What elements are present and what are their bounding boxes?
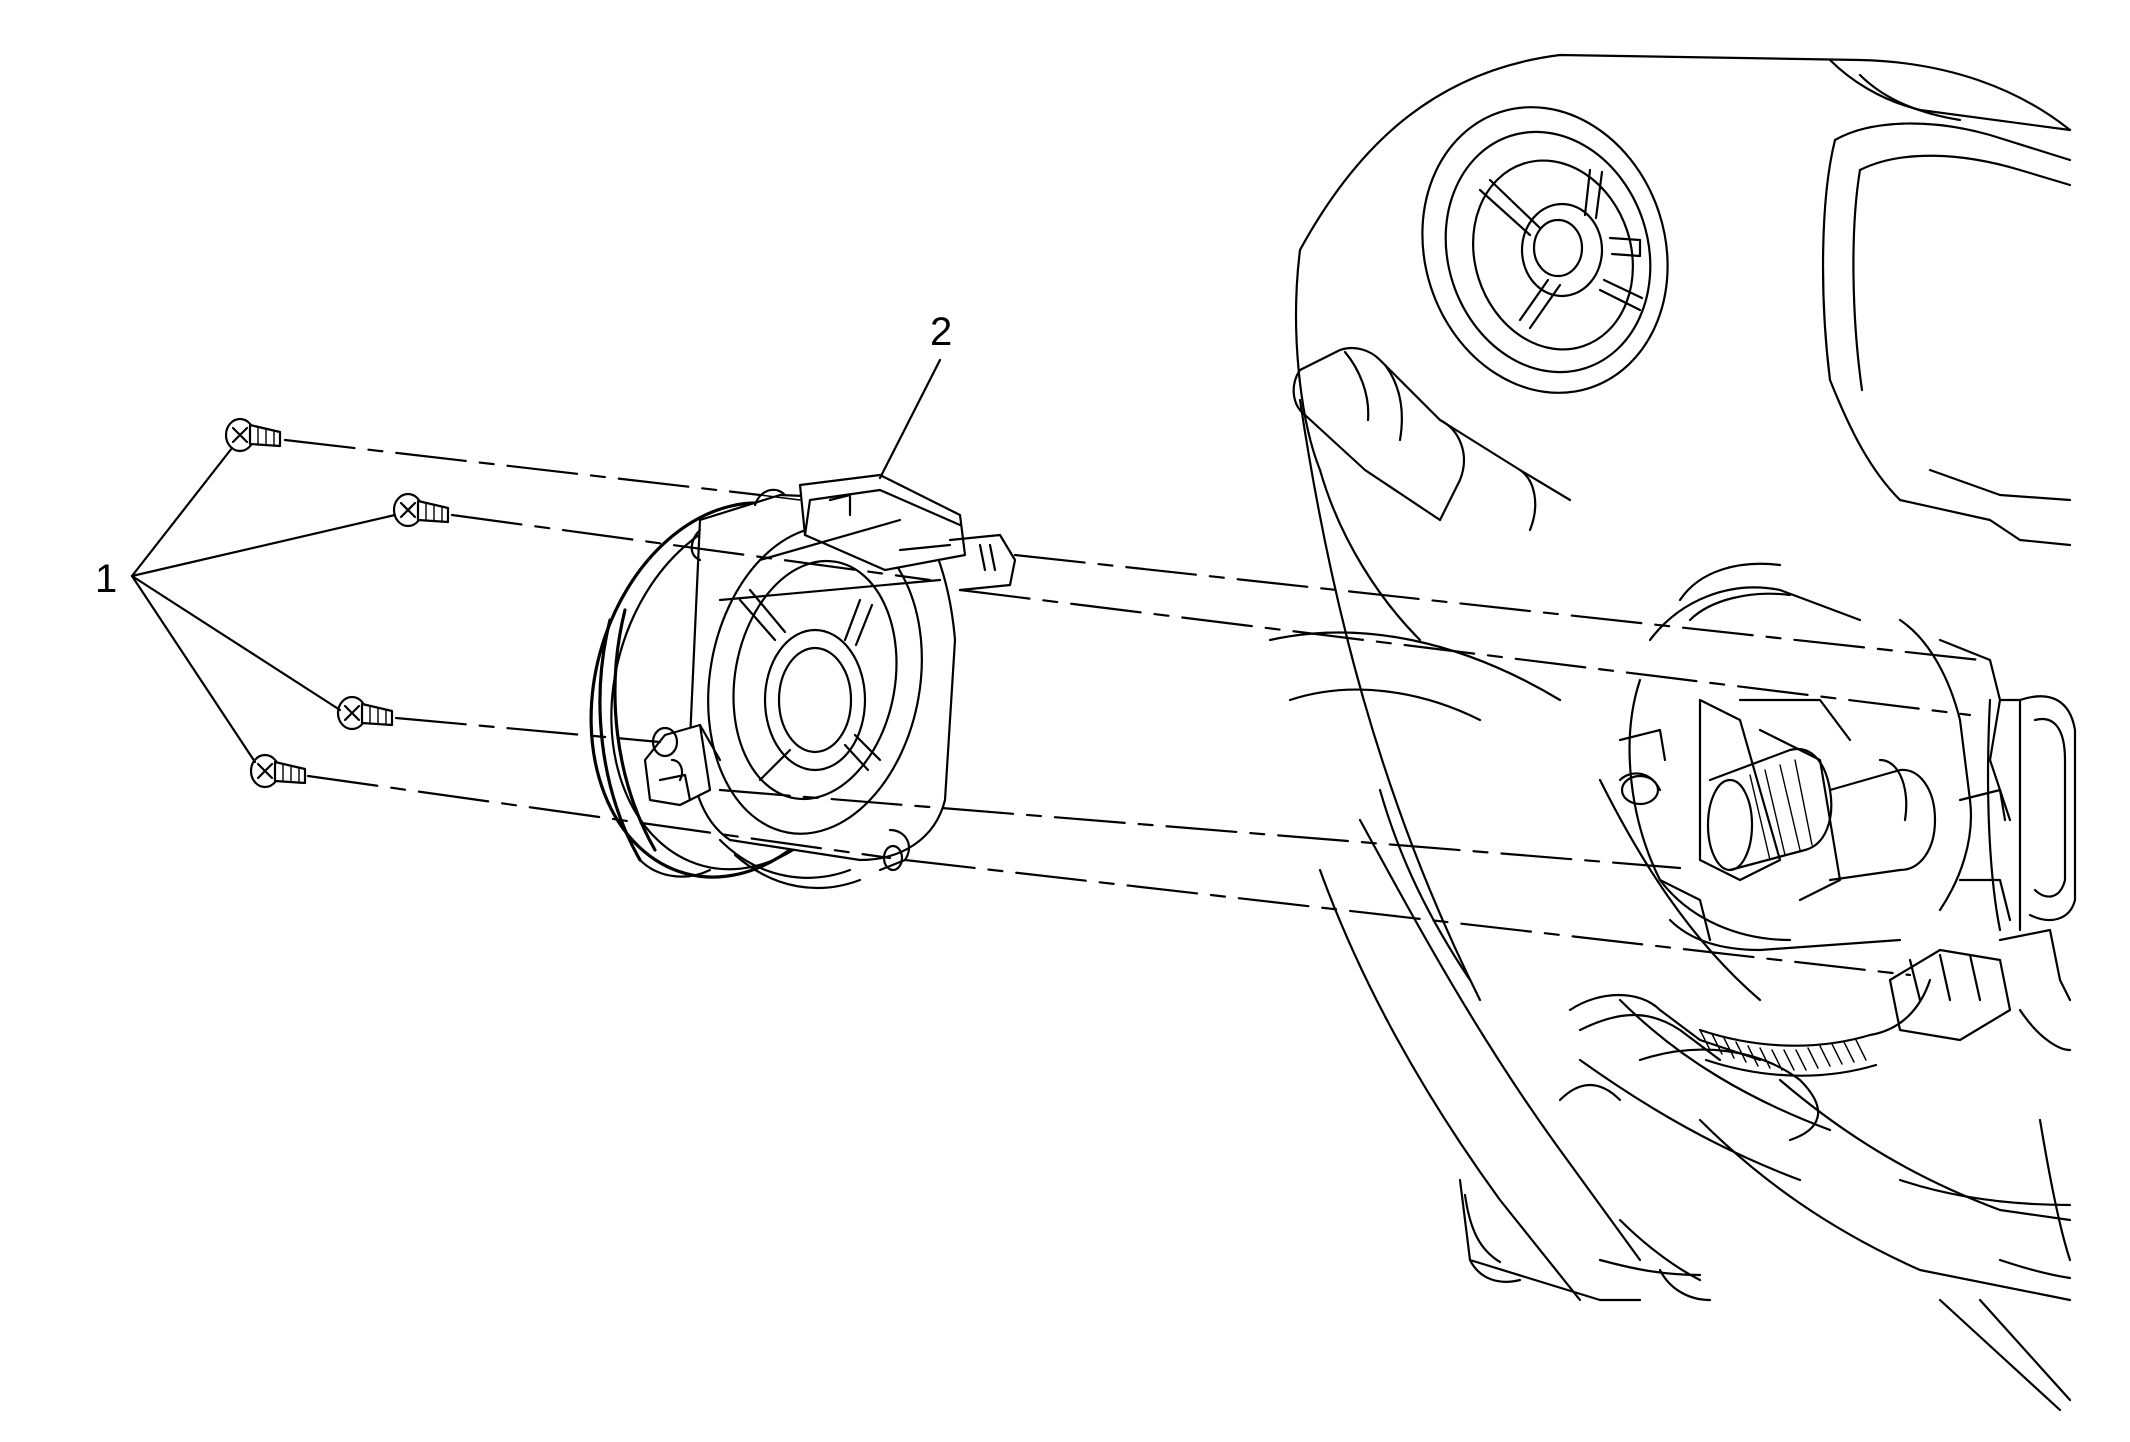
screw-icon: [392, 492, 450, 528]
screw-icon: [249, 753, 307, 789]
screw-icon-group: [224, 417, 450, 789]
air-vent-icon: [1421, 106, 1669, 394]
steering-column-icon: [1568, 562, 2077, 1077]
screw-icon: [224, 417, 282, 453]
leader-lines: [130, 358, 942, 764]
callout-label-1: 1: [95, 557, 117, 601]
clockspring-connector-icon: [798, 473, 1017, 592]
steering-wheel-clockspring-icon: [589, 473, 1017, 890]
callout-label-2: 2: [930, 310, 952, 354]
turn-signal-lever-icon: [1292, 346, 1572, 532]
steering-column-and-instrument-panel-icon: [1268, 53, 2077, 1412]
alignment-lines: [283, 438, 1982, 977]
screw-icon: [336, 695, 394, 731]
